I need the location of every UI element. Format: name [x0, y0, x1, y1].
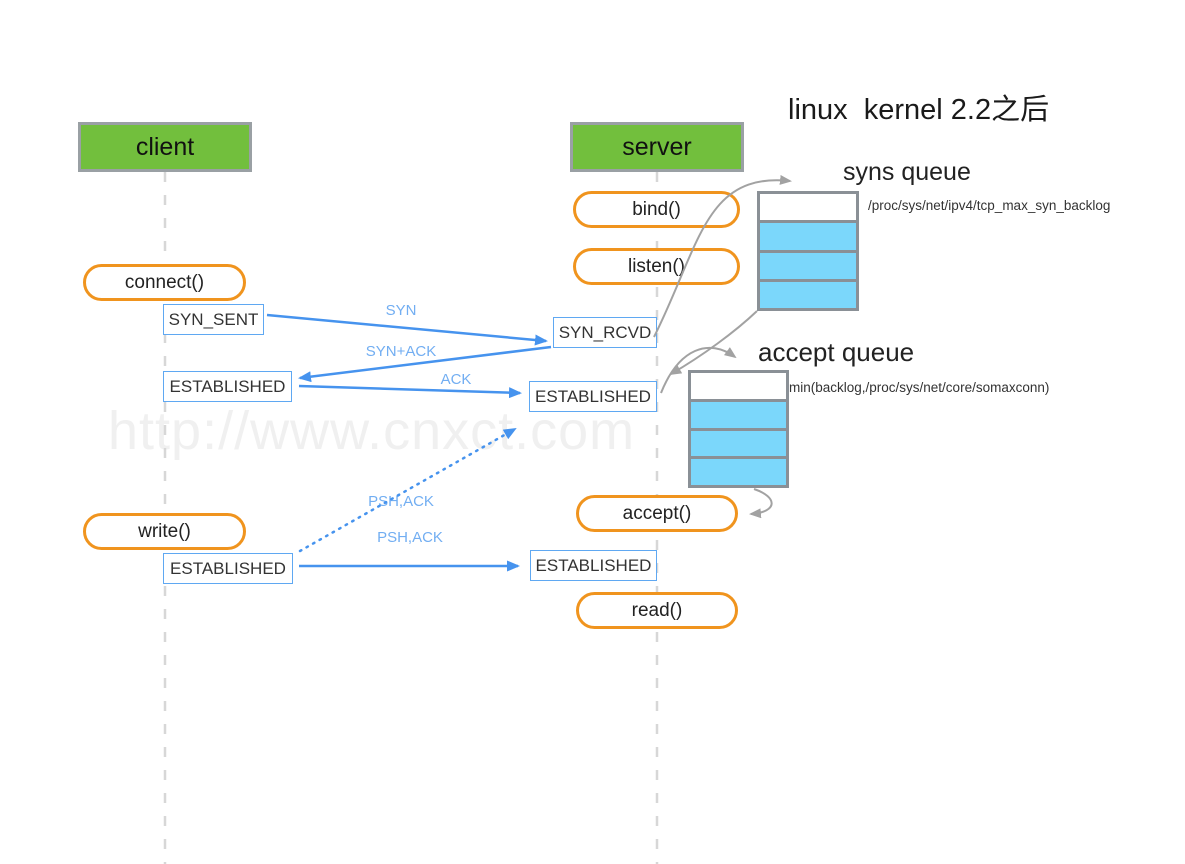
label-psh-ack-dotted: PSH,ACK [368, 493, 434, 510]
queue-cell-filled [760, 278, 856, 308]
call-listen: listen() [573, 248, 740, 285]
state-client-established: ESTABLISHED [163, 371, 292, 402]
label-ack: ACK [440, 371, 472, 388]
syns-queue-to-established-arrow [669, 310, 758, 376]
accept-queue-to-accept-arrow [749, 488, 773, 519]
queue-cell-empty [760, 194, 856, 221]
label-syn: SYN [385, 302, 417, 319]
syns-queue [757, 191, 859, 311]
state-server-established: ESTABLISHED [529, 381, 657, 412]
label-syn-ack: SYN+ACK [365, 343, 437, 360]
call-connect: connect() [83, 264, 246, 301]
accept-queue-title: accept queue [758, 337, 915, 367]
actor-client: client [78, 122, 252, 172]
queue-cell-filled [691, 456, 786, 485]
state-client-syn-sent: SYN_SENT [163, 304, 264, 335]
state-client-established-data: ESTABLISHED [163, 553, 293, 584]
queue-cell-filled [691, 427, 786, 457]
queue-cell-filled [760, 220, 856, 250]
syns-queue-note: /proc/sys/net/ipv4/tcp_max_syn_backlog [868, 198, 1111, 213]
queue-cell-empty [691, 373, 786, 399]
accept-queue-note: min(backlog,/proc/sys/net/core/somaxconn… [789, 380, 1050, 395]
call-write: write() [83, 513, 246, 550]
state-server-syn-rcvd: SYN_RCVD [553, 317, 657, 348]
queue-cell-filled [760, 249, 856, 279]
call-bind: bind() [573, 191, 740, 228]
call-accept: accept() [576, 495, 738, 532]
accept-queue [688, 370, 789, 488]
syns-queue-title: syns queue [843, 158, 971, 186]
state-server-established-data: ESTABLISHED [530, 550, 657, 581]
actor-server: server [570, 122, 744, 172]
label-psh-ack: PSH,ACK [377, 529, 443, 546]
diagram-title: linux kernel 2.2之后 [788, 94, 1050, 126]
queue-cell-filled [691, 398, 786, 428]
call-read: read() [576, 592, 738, 629]
